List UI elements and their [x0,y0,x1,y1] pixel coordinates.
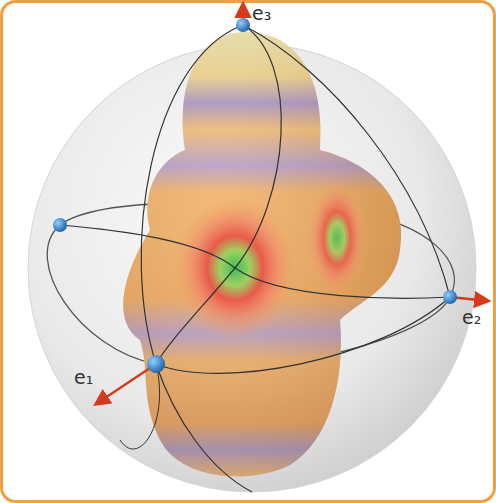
axis-point [443,290,457,304]
axis-arrow [96,364,156,404]
axis-point [147,355,165,373]
axis-label: e₃ [252,4,271,23]
great-circle [120,364,160,449]
axis-label: e₁ [74,368,93,387]
meridian [243,25,450,297]
meridian [141,25,252,492]
axis-point [53,218,67,232]
meridian [156,25,281,364]
axis-label: e₂ [462,308,481,327]
great-circle [60,225,450,298]
glyph-shading [123,32,401,476]
equator-front [156,297,450,373]
glyph-spot [307,180,367,296]
glyph-surface [123,32,401,476]
axis-point [236,18,250,32]
